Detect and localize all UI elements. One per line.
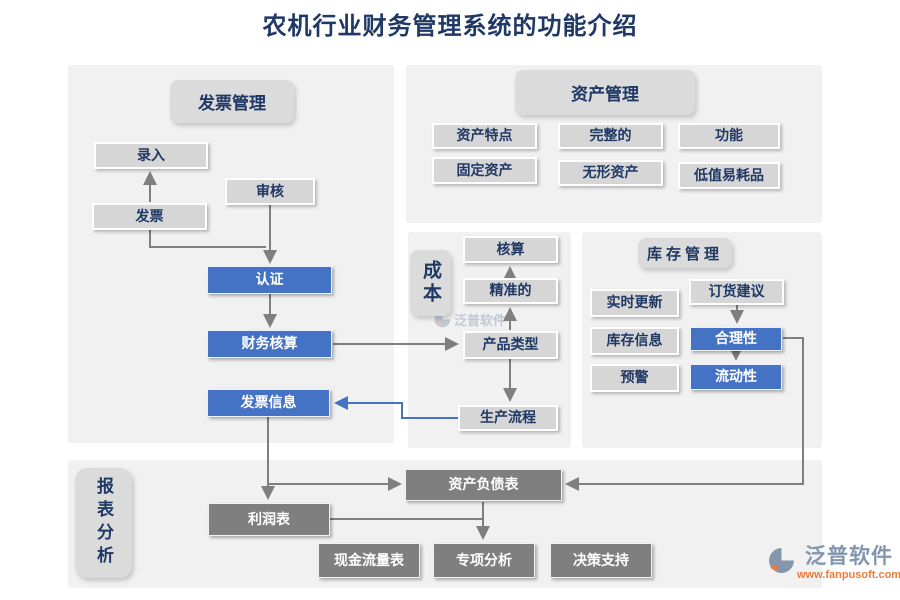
production-process-node: 生产流程: [458, 405, 558, 431]
balance-sheet-node: 资产负债表: [405, 469, 562, 501]
brand-name: 泛普软件: [805, 545, 894, 568]
arrow-rationality-to-balance: [565, 337, 804, 491]
brand-logo: 泛普软件 www.fanpusoft.com: [768, 546, 900, 581]
report-panel-header: 报表分析: [75, 468, 132, 578]
complete-node: 完整的: [558, 123, 663, 149]
precise-node: 精准的: [463, 278, 558, 304]
line-invoice-join: [149, 229, 266, 248]
order-suggestion-node: 订货建议: [689, 279, 784, 305]
inventory-info-node: 库存信息: [590, 327, 679, 355]
financial-accounting-node: 财务核算: [207, 330, 332, 358]
low-value-consumable-node: 低值易耗品: [678, 162, 780, 189]
cost-panel-header: 成本: [410, 250, 451, 316]
invoice-info-node: 发票信息: [207, 389, 330, 417]
function-node: 功能: [678, 123, 780, 149]
page-title: 农机行业财务管理系统的功能介绍: [262, 14, 638, 40]
asset-panel-header: 资产管理: [515, 70, 695, 115]
invoice-panel-header: 发票管理: [170, 80, 294, 123]
fanpu-logo-icon: [769, 548, 794, 573]
inventory-panel-header: 库存管理: [638, 238, 732, 268]
asset-feature-node: 资产特点: [432, 123, 537, 149]
realtime-update-node: 实时更新: [590, 289, 679, 317]
decision-support-node: 决策支持: [550, 543, 652, 578]
rationality-node: 合理性: [690, 327, 782, 351]
invoice-node: 发票: [92, 203, 207, 230]
entry-node: 录入: [94, 142, 208, 169]
cash-flow-node: 现金流量表: [318, 543, 420, 578]
fixed-asset-node: 固定资产: [432, 157, 537, 184]
special-analysis-node: 专项分析: [433, 543, 535, 578]
arrow-production-to-invoice-info: [334, 396, 458, 419]
calc-node: 核算: [463, 236, 558, 263]
warning-node: 预警: [590, 364, 679, 392]
profit-statement-node: 利润表: [208, 503, 330, 536]
certify-node: 认证: [207, 266, 332, 294]
intangible-asset-node: 无形资产: [558, 160, 663, 186]
brand-url: www.fanpusoft.com: [797, 569, 900, 581]
liquidity-node: 流动性: [690, 364, 782, 390]
invoice-panel: [68, 65, 394, 443]
review-node: 审核: [225, 178, 315, 205]
watermark-brand-text: 泛普软件: [454, 313, 507, 328]
product-type-node: 产品类型: [463, 331, 558, 359]
